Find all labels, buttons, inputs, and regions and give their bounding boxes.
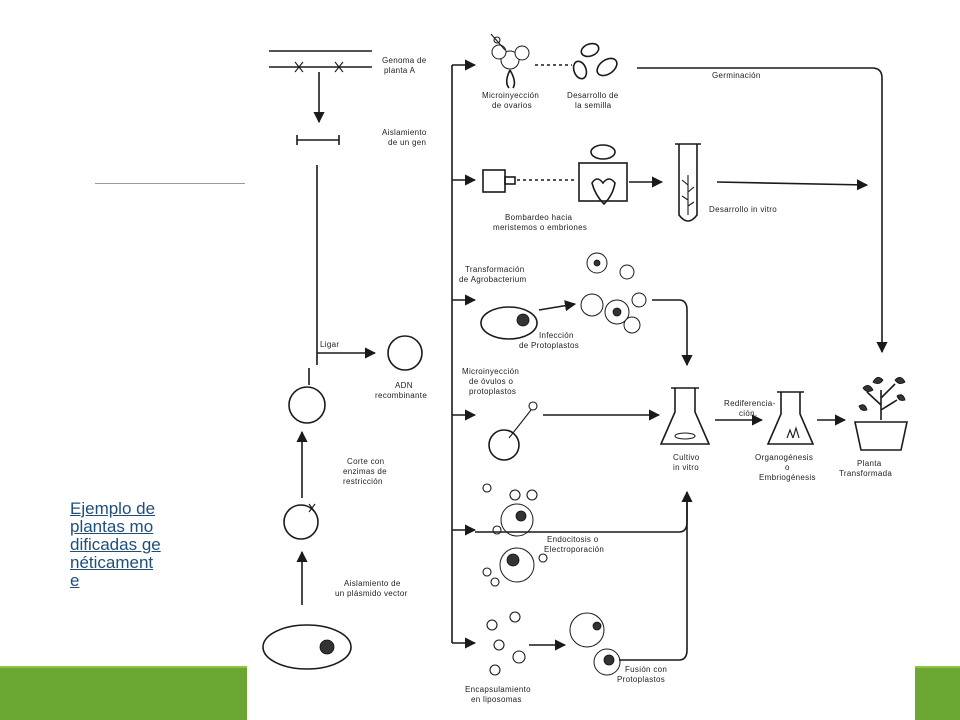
label-corte-1: Corte con: [347, 457, 384, 466]
line-fusion-to-culture: [619, 496, 688, 661]
culture-flask-icon: [659, 387, 711, 445]
electroporation-cells-icon: [482, 483, 548, 587]
label-desarrollo-semilla-2: la semilla: [575, 101, 612, 110]
label-transformacion-2: de Agrobacterium: [459, 275, 527, 284]
genome-lines: [269, 50, 372, 73]
bacterium-ellipse: [262, 624, 352, 670]
isolated-gene-fragment: [296, 135, 340, 145]
agrobacterium-ellipse: [480, 306, 538, 340]
label-rediferenciacion-2: ción.: [739, 409, 757, 418]
label-genoma-2: planta A: [384, 66, 416, 75]
diagram-svg: Genoma de planta A Aislamiento de un gen…: [262, 33, 908, 704]
particle-gun-icon: [482, 169, 516, 193]
label-aislamiento-gen-1: Aislamiento: [382, 128, 427, 137]
agrobacterium-plasmid: [516, 313, 530, 327]
label-bombardeo-1: Bombardeo hacia: [505, 213, 572, 222]
label-corte-3: restricción: [343, 477, 383, 486]
label-planta-2: Transformada: [839, 469, 892, 478]
arrow-protoplasts-to-culture: [652, 299, 693, 367]
arrow-invitro-to-plant: [716, 179, 869, 191]
label-microinyeccion-ovulos-1: Microinyección: [462, 367, 519, 376]
label-fusion-2: Protoplastos: [617, 675, 665, 684]
restriction-site-mark: [308, 503, 316, 513]
label-planta-1: Planta: [857, 459, 882, 468]
label-fusion-1: Fusión con: [625, 665, 667, 674]
transformed-plant-icon: [854, 377, 908, 451]
label-ligar: Ligar: [320, 340, 339, 349]
bacterium-plasmid: [319, 639, 335, 655]
label-rediferenciacion-1: Rediferencia-: [724, 399, 776, 408]
label-endocitosis-1: Endocitosis o: [547, 535, 599, 544]
label-transformacion-1: Transformación: [465, 265, 524, 274]
flower-icon: [490, 33, 530, 89]
arrow-to-protoplasts: [538, 300, 577, 312]
gmo-process-diagram: Genoma de planta A Aislamiento de un gen…: [247, 20, 915, 720]
label-cultivo-1: Cultivo: [673, 453, 700, 462]
label-microinyeccion-ovarios-1: Microinyección: [482, 91, 539, 100]
label-encapsulamiento-2: en liposomas: [471, 695, 522, 704]
organogenesis-flask-icon: [766, 391, 815, 445]
ovule-circle: [488, 429, 520, 461]
label-cultivo-2: in vitro: [673, 463, 699, 472]
label-microinyeccion-ovarios-2: de ovarios: [492, 101, 532, 110]
label-desarrollo-semilla-1: Desarrollo de: [567, 91, 619, 100]
label-adn-1: ADN: [395, 381, 413, 390]
label-encapsulamiento-1: Encapsulamiento: [465, 685, 531, 694]
label-desarrollo-invitro: Desarrollo in vitro: [709, 205, 777, 214]
label-organogenesis-2: o: [785, 463, 790, 472]
slide-divider-line: [95, 183, 245, 184]
label-aislamiento-plasmido-2: un plásmido vector: [335, 589, 408, 598]
label-organogenesis-3: Embriogénesis: [759, 473, 816, 482]
label-microinyeccion-ovulos-2: de óvulos o: [469, 377, 513, 386]
liposome-cells-icon: [486, 611, 621, 676]
cut-plasmid-circle: [288, 386, 326, 424]
label-endocitosis-2: Electroporación: [544, 545, 604, 554]
microinjection-needle: [508, 409, 532, 439]
protoplast-cluster-icon: [580, 252, 647, 334]
label-aislamiento-plasmido-1: Aislamiento de: [344, 579, 401, 588]
plasmid-circle: [283, 504, 319, 540]
seeds-icon: [572, 42, 618, 80]
label-organogenesis-1: Organogénesis: [755, 453, 813, 462]
label-microinyeccion-ovulos-3: protoplastos: [469, 387, 516, 396]
label-aislamiento-gen-2: de un gen: [388, 138, 426, 147]
embryo-chamber-icon: [578, 144, 628, 206]
label-bombardeo-2: meristemos o embriones: [493, 223, 587, 232]
label-infeccion-2: de Protoplastos: [519, 341, 579, 350]
arrow-germination: [637, 67, 888, 354]
needle-tip: [528, 401, 538, 411]
label-adn-2: recombinante: [375, 391, 427, 400]
label-genoma-1: Genoma de: [382, 56, 427, 65]
label-germinacion: Germinación: [712, 71, 761, 80]
caption-link[interactable]: Ejemplo de plantas modificadas genéticam…: [70, 499, 161, 590]
label-infeccion-1: Infección: [539, 331, 574, 340]
recombinant-dna-circle: [387, 335, 423, 371]
test-tube-icon: [675, 143, 701, 222]
label-corte-2: enzimas de: [343, 467, 387, 476]
